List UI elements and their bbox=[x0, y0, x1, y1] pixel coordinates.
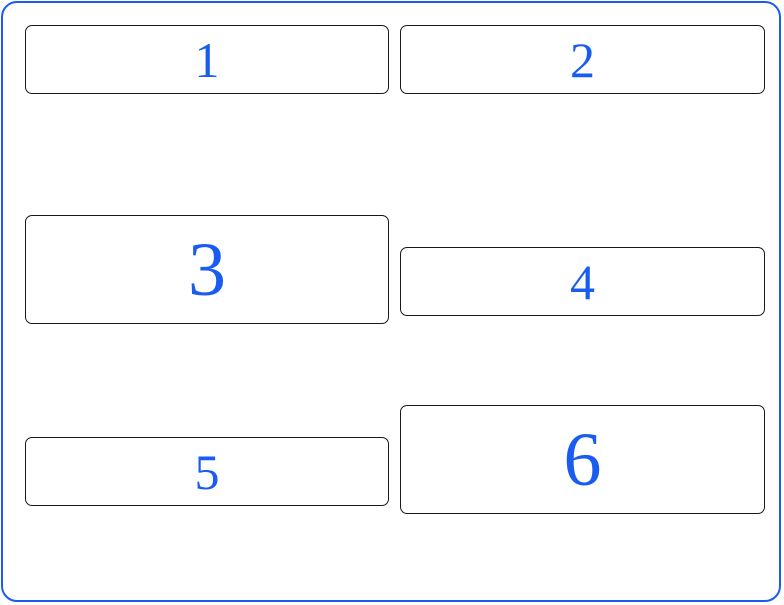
button-5[interactable]: 5 bbox=[25, 437, 389, 506]
button-3-label: 3 bbox=[188, 227, 226, 312]
button-1-label: 1 bbox=[194, 31, 220, 88]
button-6-label: 6 bbox=[563, 417, 602, 502]
button-1[interactable]: 1 bbox=[25, 25, 389, 94]
button-2[interactable]: 2 bbox=[400, 25, 765, 94]
button-4[interactable]: 4 bbox=[400, 247, 765, 316]
button-3[interactable]: 3 bbox=[25, 215, 389, 324]
button-5-label: 5 bbox=[194, 443, 220, 500]
button-2-label: 2 bbox=[570, 31, 595, 88]
button-4-label: 4 bbox=[570, 253, 595, 310]
button-6[interactable]: 6 bbox=[400, 405, 765, 514]
